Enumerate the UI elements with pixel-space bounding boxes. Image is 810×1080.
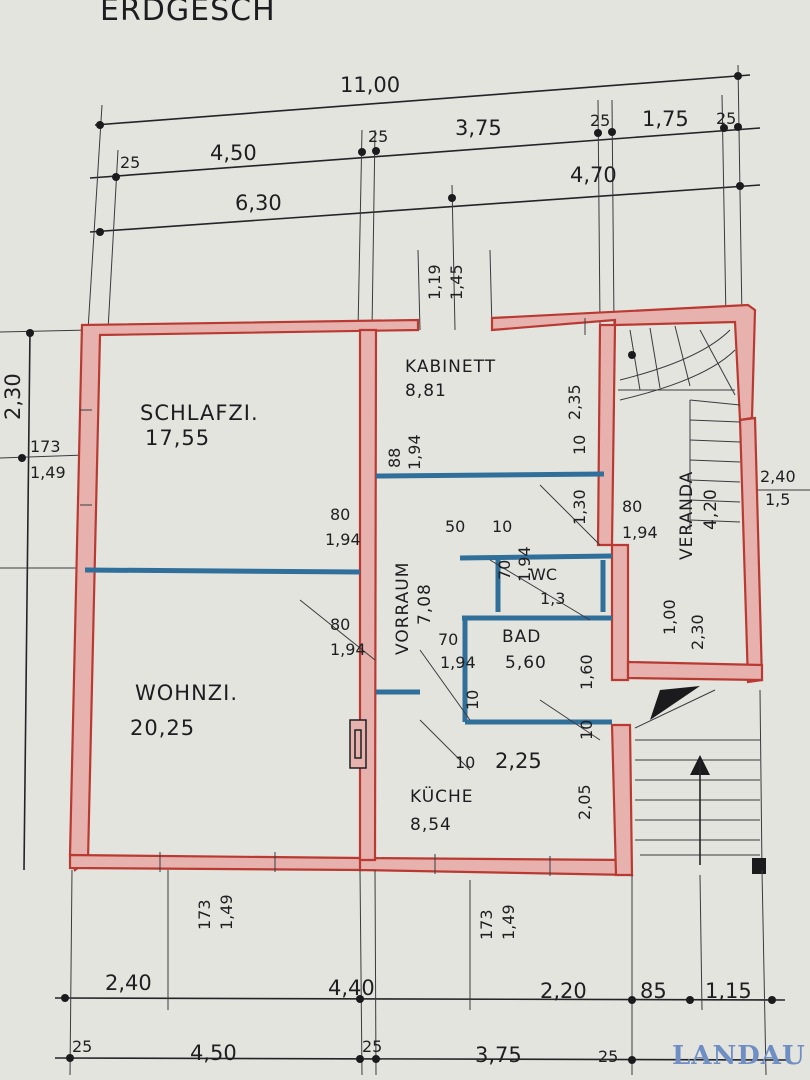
room-wohnzi-area: 20,25 xyxy=(130,716,195,740)
dim-top-r2-0: 25 xyxy=(120,153,140,172)
room-bad-name: BAD xyxy=(502,627,541,647)
dim-top-r2-2: 25 xyxy=(368,127,388,146)
chimney-line-b xyxy=(489,249,493,331)
dim-chimney-0: 1,19 xyxy=(425,264,444,300)
dim-bottom-r2-1: 4,50 xyxy=(190,1041,237,1065)
room-wc-area: 1,3 xyxy=(540,589,565,608)
interior-partitions xyxy=(84,471,613,725)
room-kueche-name: KÜCHE xyxy=(410,785,474,807)
ann-center-a: 50 xyxy=(445,517,465,536)
dim-window-right-1: 1,49 xyxy=(499,904,518,940)
ann-kueche-side: 2,05 xyxy=(575,784,594,820)
room-schlafzi-name: SCHLAFZI. xyxy=(140,401,259,425)
ann-bad-small: 10 xyxy=(463,690,482,710)
dim-bottom-r2-4: 25 xyxy=(598,1047,618,1066)
ann-kab-width: 10 xyxy=(570,435,589,455)
dim-window-left-0: 173 xyxy=(195,899,214,930)
ann-kab-door-1: 1,94 xyxy=(405,434,424,470)
top-dimension-lines xyxy=(87,64,761,331)
ann-vorraum-door-a-0: 80 xyxy=(330,505,350,524)
ann-vorraum-door-b-1: 1,94 xyxy=(330,640,366,659)
ann-veranda-dim-1: 2,30 xyxy=(688,614,707,650)
ann-kab-side: 1,30 xyxy=(570,489,589,525)
room-vorraum-name: VORRAUM xyxy=(393,562,413,655)
veranda-stairs xyxy=(618,325,741,530)
dim-bottom-r1-2: 2,20 xyxy=(540,979,587,1003)
dim-top-r2-3: 3,75 xyxy=(455,116,502,140)
dim-top-r3-0: 6,30 xyxy=(235,191,282,215)
dim-top-r2-4: 25 xyxy=(590,111,610,130)
plan-title: ERDGESCH xyxy=(100,0,276,28)
ann-kab-height: 2,35 xyxy=(565,384,584,420)
dim-overall-width-text: 11,00 xyxy=(340,73,400,97)
room-schlafzi-area: 17,55 xyxy=(145,426,210,450)
dim-left-2: 1,49 xyxy=(30,463,66,482)
dim-bottom-r1-3: 85 xyxy=(640,979,667,1003)
dim-left-1: 173 xyxy=(30,437,61,456)
dim-bottom-r2-2: 25 xyxy=(362,1037,382,1056)
ann-wc-door-0: 70 xyxy=(495,560,514,580)
ann-bad-0: 70 xyxy=(438,630,458,649)
room-vorraum-area: 7,08 xyxy=(415,583,435,625)
dim-bottom-r2-0: 25 xyxy=(72,1037,92,1056)
dim-window-right-0: 173 xyxy=(477,909,496,940)
room-kabinett-name: KABINETT xyxy=(405,357,496,377)
room-kabinett-area: 8,81 xyxy=(405,381,447,401)
dim-right-1: 1,5 xyxy=(765,490,790,509)
exterior-walls xyxy=(68,303,764,877)
room-bad-area: 5,60 xyxy=(505,653,547,673)
ann-bad-2: 1,60 xyxy=(577,654,596,690)
dim-bottom-r1-0: 2,40 xyxy=(105,971,152,995)
left-dimension-lines xyxy=(0,329,91,871)
ann-kueche-top-0: 10 xyxy=(455,753,475,772)
bottom-dimension-lines xyxy=(54,869,791,1076)
ann-center-b: 10 xyxy=(492,517,512,536)
ann-bad-1: 1,94 xyxy=(440,653,476,672)
dim-bottom-r1-4: 1,15 xyxy=(705,979,752,1003)
ann-vorraum-door-a-1: 1,94 xyxy=(325,530,361,549)
watermark-logo: LANDAU xyxy=(672,1041,806,1071)
ann-wc-door-1: 1,94 xyxy=(515,546,534,582)
chimney-line-a xyxy=(417,249,421,331)
dim-top-r2-5: 1,75 xyxy=(642,107,689,131)
room-veranda-area: 4,20 xyxy=(701,488,721,530)
room-wohnzi-name: WOHNZI. xyxy=(135,681,238,705)
room-wc-name: WC xyxy=(530,565,557,584)
ann-kueche-top-1: 2,25 xyxy=(495,749,542,773)
ann-veranda-door-0: 80 xyxy=(622,497,642,516)
dim-left-0: 2,30 xyxy=(1,373,25,420)
dim-right-0: 2,40 xyxy=(760,467,796,486)
room-veranda-name: VERANDA xyxy=(677,471,697,560)
dim-window-left-1: 1,49 xyxy=(217,894,236,930)
ann-veranda-door-1: 1,94 xyxy=(622,523,658,542)
ann-bad-side: 10 xyxy=(577,720,596,740)
ann-kab-door-0: 88 xyxy=(385,448,404,468)
dim-top-r2-1: 4,50 xyxy=(210,141,257,165)
dim-top-r2-6: 25 xyxy=(716,109,736,128)
dim-top-r3-1: 4,70 xyxy=(570,163,617,187)
dim-chimney-1: 1,45 xyxy=(447,264,466,300)
dim-bottom-r1-1: 4,40 xyxy=(328,976,375,1000)
room-kueche-area: 8,54 xyxy=(410,815,452,835)
ann-vorraum-door-b-0: 80 xyxy=(330,615,350,634)
ann-veranda-dim-0: 1,00 xyxy=(660,599,679,635)
hatching xyxy=(299,484,601,771)
dim-bottom-r2-3: 3,75 xyxy=(475,1043,522,1067)
window-marks xyxy=(80,318,586,876)
